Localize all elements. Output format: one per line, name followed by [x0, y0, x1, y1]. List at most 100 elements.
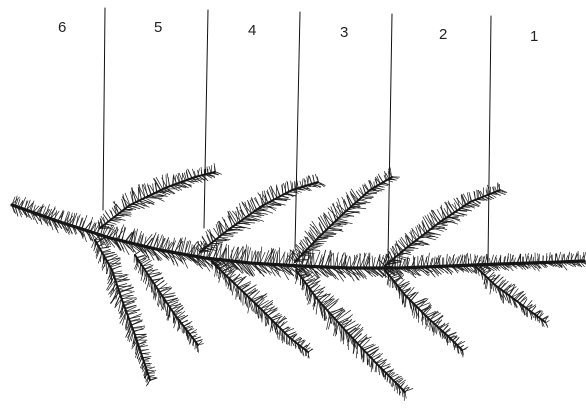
segment-label-6: 6	[58, 20, 66, 35]
lower-branch-c-needle	[265, 313, 266, 326]
main-axis-needle	[69, 213, 72, 226]
segment-label-4: 4	[248, 23, 256, 38]
lower-branch-f-needle	[546, 321, 550, 323]
lower-branch-e-needle	[390, 277, 391, 287]
lower-branch-b-stem	[135, 255, 198, 345]
lower-branch-c-needle	[262, 311, 263, 320]
lower-branch-a-needle	[132, 326, 145, 328]
main-axis-needle	[252, 251, 253, 263]
lower-branch-a-needle	[134, 329, 144, 331]
upper-branch-6-needle	[162, 178, 167, 187]
segment-label-1: 1	[530, 29, 538, 44]
upper-branch-3-needle	[406, 249, 414, 250]
main-axis-needle	[427, 253, 429, 266]
lower-branch-c-needle	[282, 331, 283, 341]
lower-branch-a-needle	[140, 350, 149, 351]
lower-branch-b-needle	[154, 284, 155, 294]
upper-branch-5-needle	[271, 186, 277, 197]
main-axis-needle	[119, 228, 122, 240]
upper-branch-5-needle	[207, 235, 211, 244]
lower-branch-b-needle	[195, 343, 196, 350]
upper-branch-6-needle	[148, 184, 152, 195]
upper-branch-6-stem	[100, 172, 215, 228]
main-axis-needle	[82, 215, 87, 228]
main-axis-needle	[314, 254, 315, 267]
upper-branch-5-needle	[309, 176, 312, 184]
upper-branch-4-needle	[338, 219, 348, 221]
needle-layer	[12, 164, 586, 401]
upper-branch-5-needle	[291, 181, 292, 190]
lower-branch-c-needle	[236, 286, 237, 299]
lower-branch-d-needle	[307, 278, 315, 283]
main-axis-needle	[558, 252, 561, 261]
lower-branch-d-needle	[364, 351, 365, 362]
lower-branch-e-needle	[455, 338, 459, 342]
upper-branch-4-needle	[392, 177, 398, 178]
segment-divider-line-4	[388, 14, 392, 258]
lower-branch-b-needle	[184, 323, 190, 326]
upper-branch-3-needle	[390, 262, 400, 263]
lower-branch-d-needle	[389, 378, 390, 384]
lower-branch-d-needle	[394, 376, 402, 380]
main-axis-needle	[470, 254, 471, 265]
stem-layer	[12, 172, 584, 392]
lower-branch-c-needle	[279, 328, 280, 340]
upper-branch-5-needle	[252, 197, 257, 209]
lower-branch-a-needle	[150, 377, 157, 378]
main-axis-needle	[338, 253, 344, 268]
upper-branch-3-needle	[452, 215, 463, 216]
lower-branch-d-needle	[316, 300, 318, 314]
upper-branch-4-needle	[364, 196, 373, 197]
lower-branch-e-needle	[434, 324, 435, 335]
main-axis-needle	[360, 253, 366, 267]
lower-branch-f-needle	[488, 272, 494, 278]
upper-branch-6-needle	[207, 167, 208, 174]
segment-label-3: 3	[340, 25, 348, 40]
upper-branch-6-needle	[100, 228, 110, 229]
upper-branch-6-needle	[188, 169, 192, 178]
upper-branch-6-needle	[153, 179, 160, 191]
lower-branch-a-needle	[144, 358, 150, 360]
lower-branch-a-needle	[142, 357, 151, 358]
upper-branch-6-needle	[182, 182, 191, 186]
segment-divider-line-1	[103, 8, 105, 210]
segment-divider-line-5	[488, 16, 491, 262]
lower-branch-a-needle	[118, 284, 127, 286]
upper-branch-5-needle	[300, 181, 302, 187]
lower-branch-a-needle	[117, 286, 131, 287]
upper-branch-3-needle	[469, 192, 472, 200]
lower-branch-a-needle	[148, 373, 155, 374]
segment-label-2: 2	[439, 27, 447, 42]
main-axis-needle	[423, 256, 424, 266]
lower-branch-a-needle	[147, 370, 154, 371]
lower-branch-d-needle	[387, 375, 388, 382]
segment-divider-line-2	[204, 10, 208, 228]
upper-branch-5-needle	[255, 197, 260, 208]
upper-branch-4-needle	[328, 212, 333, 223]
main-axis-needle	[520, 254, 521, 263]
upper-branch-3-needle	[455, 212, 464, 215]
upper-branch-5-needle	[308, 176, 309, 185]
lower-branch-e-needle	[448, 333, 456, 336]
upper-branch-4-needle	[296, 245, 305, 253]
upper-branch-3-needle	[477, 190, 478, 199]
lower-branch-d-needle	[397, 385, 398, 393]
lower-branch-d-needle	[327, 313, 330, 329]
upper-branch-5-needle	[276, 186, 277, 198]
lower-branch-a-needle	[142, 354, 149, 355]
upper-branch-6-needle	[104, 215, 108, 221]
upper-branch-4-needle	[309, 233, 315, 242]
upper-branch-5-needle	[284, 183, 287, 193]
upper-branch-3-needle	[441, 209, 446, 218]
segment-label-5: 5	[154, 20, 162, 35]
main-axis-needle	[517, 255, 520, 263]
main-axis-needle	[122, 227, 125, 240]
main-axis-needle	[369, 254, 370, 268]
main-axis-needle	[305, 255, 310, 266]
main-axis-needle	[51, 207, 56, 219]
main-axis-needle	[538, 254, 539, 262]
upper-branch-4-needle	[319, 224, 323, 233]
upper-branch-4-needle	[324, 233, 337, 234]
